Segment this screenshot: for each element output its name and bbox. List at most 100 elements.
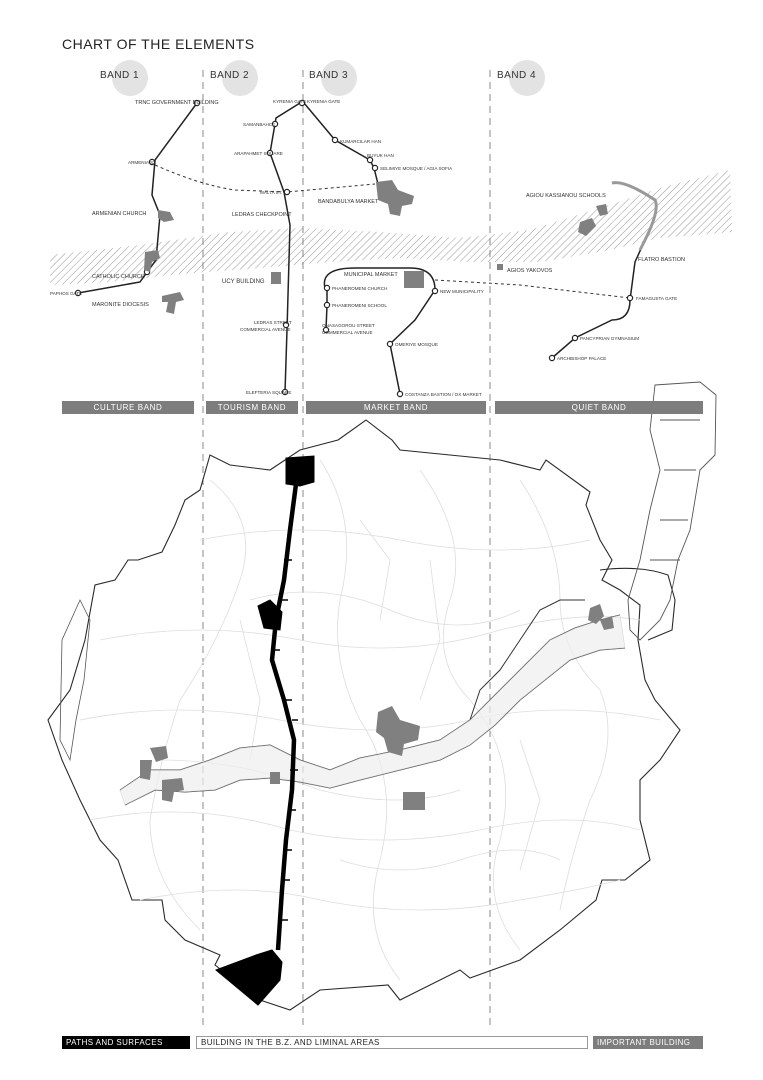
node-kyrenia [298, 99, 306, 107]
label-bandabulya: BANDABULYA MARKET [318, 199, 379, 205]
ledras-ticks [272, 559, 298, 921]
market-to-famagusta-dash [434, 279, 631, 299]
city-wall [47, 419, 681, 1011]
label-agiou: AGIOU KASSIANOU SCHOOLS [526, 193, 606, 199]
tourism-band-bar: TOURISM BAND [206, 401, 298, 414]
map-bandabulya [376, 706, 420, 756]
label-trnc: TRNC GOVERNMENT BUILDING [135, 100, 219, 106]
agiou-kassianou-shape [578, 204, 608, 236]
map-agiou-kassianou [588, 604, 614, 630]
catholic-church-shape [144, 250, 160, 272]
arabahmet-block [257, 599, 283, 631]
label-catholic: CATHOLIC CHURCH [92, 274, 145, 280]
label-arap: ARAPAHMET SQUARE [234, 151, 283, 156]
legend-paths-surfaces: PATHS AND SURFACES [62, 1036, 190, 1049]
label-commercial-1: COMMERCIAL AVENUE [240, 327, 291, 332]
node-arap [266, 149, 274, 157]
label-famagusta: FAMAGUSTA GATE [636, 296, 677, 301]
map-buildings [140, 604, 614, 810]
map-catholic-church [140, 760, 152, 780]
armenia-to-malta-dash [154, 164, 376, 193]
band-1-circle [112, 60, 148, 96]
label-phan-school: PHANEROMENI SCHOOL [332, 303, 387, 308]
bandabulya-shape [376, 180, 414, 216]
label-ucy: UCY BUILDING [222, 279, 265, 285]
node-ledras-st [282, 321, 290, 329]
agios-iakovos-shape [497, 264, 503, 270]
node-phan-school [323, 301, 331, 309]
market-band-bar: MARKET BAND [306, 401, 486, 414]
legend-buildings-bz: BUILDING IN THE B.Z. AND LIMINAL AREAS [196, 1036, 588, 1049]
street-network [79, 459, 661, 981]
label-selimiye: SELIMIYE MOSQUE / AGIA SOFIA [380, 166, 453, 171]
label-armenian-church: ARMENIAN CHURCH [92, 211, 146, 217]
label-costanza: COSTANZA BASTION / OX MARKET [405, 392, 482, 397]
page-title: CHART OF THE ELEMENTS [62, 36, 255, 52]
node-pancyprian [571, 334, 579, 342]
connector-dashes [154, 164, 631, 299]
label-armenia: ARMENIA ST. [128, 160, 157, 165]
label-paphos: PAPHOS GATE [50, 291, 82, 296]
band-4-flatro-outline [611, 181, 658, 251]
label-iakovos: AGIOS YAKOVOS [507, 268, 553, 274]
chart-buildings [144, 180, 608, 314]
node-malta [283, 188, 291, 196]
label-maronite: MARONITE DIOCESIS [92, 302, 149, 308]
label-kyrenia-1: KYRENIA GATE [273, 99, 306, 104]
node-omeriye [386, 340, 394, 348]
map-maronite [162, 778, 184, 802]
label-phan-church: PHANEROMENI CHURCH [332, 286, 387, 291]
culture-band-bar: CULTURE BAND [62, 401, 194, 414]
label-municipal: MUNICIPAL MARKET [344, 272, 398, 278]
label-archbishop: ARCHBISHOP PALACE [557, 356, 606, 361]
label-flatro: FLATRO BASTION [638, 257, 685, 263]
quiet-band-corridor [627, 381, 717, 641]
node-archbishop [548, 354, 556, 362]
band-3-label: BAND 3 [309, 70, 349, 81]
label-buyuk: BUYUK HAN [367, 153, 394, 158]
node-new-muni [431, 287, 439, 295]
band-1-header: BAND 1 [100, 60, 148, 96]
main-paths [215, 455, 315, 1006]
label-pancyprian: PANCYPRIAN GYMNASIUM [580, 336, 639, 341]
label-kyrenia-2: KYRENIA GATE [307, 99, 340, 104]
municipal-market-shape [404, 271, 424, 288]
label-elefteria: ELEFTERIA SQUARE [246, 390, 291, 395]
band-2-label: BAND 2 [210, 70, 250, 81]
band-4-circle [509, 60, 545, 96]
label-commercial-2: COMMERCIAL AVENUE [322, 330, 373, 335]
quiet-band-bar: QUIET BAND [495, 401, 703, 414]
band-4-label: BAND 4 [497, 70, 537, 81]
route-nodes [74, 99, 634, 398]
band-1-label: BAND 1 [100, 70, 140, 81]
armenian-church-shape [158, 210, 174, 222]
elefteria-block [215, 949, 283, 1006]
map-municipal-market [403, 792, 425, 810]
maronite-shape [162, 292, 184, 314]
label-onasag: ONASAGOROU STREET [322, 323, 375, 328]
node-elefteria [281, 388, 289, 396]
label-saman: SAMANBAHCE [243, 122, 275, 127]
label-new-muni: NEW MUNICIPALITY [440, 289, 484, 294]
map-ucy [270, 772, 280, 784]
node-saman [271, 120, 279, 128]
node-onasag [322, 326, 330, 334]
band-4-header: BAND 4 [497, 60, 545, 96]
west-corridor [59, 599, 91, 762]
band-3-circle [321, 60, 357, 96]
node-kuru [331, 136, 339, 144]
band-3-header: BAND 3 [309, 60, 357, 96]
label-kuru: KUMARCILAR HAN [340, 139, 381, 144]
legend-important-building: IMPORTANT BUILDING [593, 1036, 703, 1049]
node-trnc [193, 99, 201, 107]
ucy-shape [271, 272, 281, 284]
node-phan-church [323, 284, 331, 292]
node-paphos [74, 289, 82, 297]
band-2-header: BAND 2 [210, 60, 258, 96]
band-2-circle [222, 60, 258, 96]
label-ledras-checkpoint: LEDRAS CHECKPOINT [232, 212, 292, 218]
map-armenian-church [150, 746, 168, 762]
label-malta: MALTA ST. [260, 190, 282, 195]
